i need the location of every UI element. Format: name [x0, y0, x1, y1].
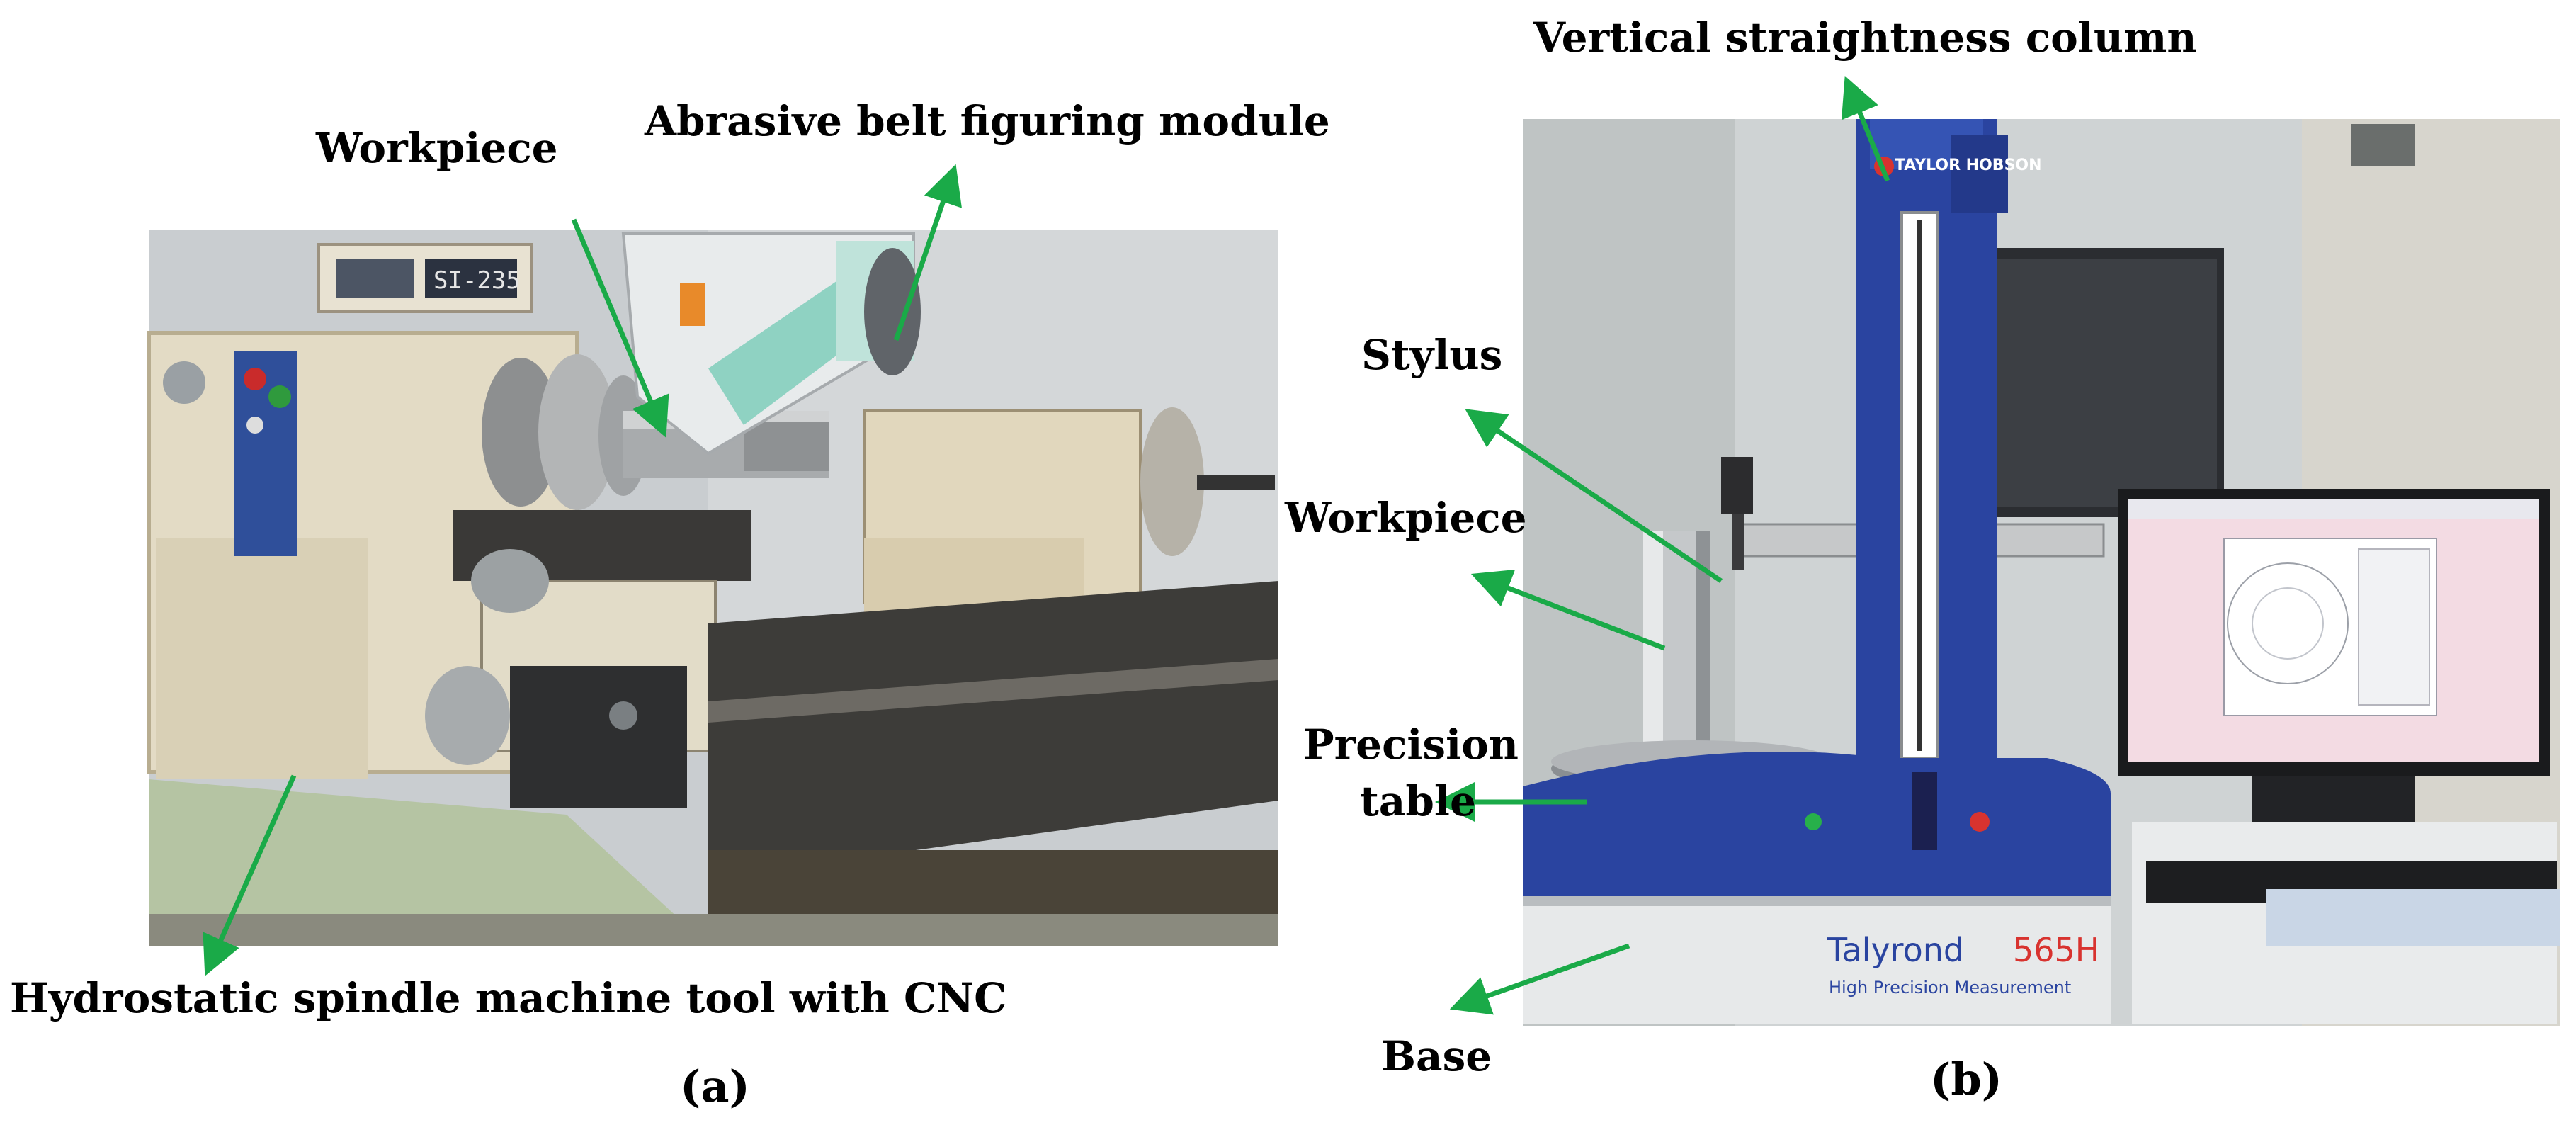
label-spindle: Hydrostatic spindle machine tool with CN…: [10, 974, 1007, 1022]
arrow-belt-module: [893, 164, 962, 341]
arrow-spindle: [203, 774, 297, 976]
model-number-text: 565H: [2013, 931, 2099, 969]
label-stylus: Stylus: [1361, 331, 1503, 379]
arrow-workpiece-a: [571, 218, 669, 438]
arrow-stylus: [1465, 409, 1723, 583]
arrow-base: [1449, 943, 1630, 1015]
photo-panel-a: SI-235: [147, 230, 1278, 946]
model-tagline-text: High Precision Measurement: [1829, 978, 2071, 997]
label-workpiece-b: Workpiece: [1285, 494, 1527, 542]
caption-a: (a): [680, 1061, 750, 1112]
label-belt-module: Abrasive belt figuring module: [645, 97, 1330, 145]
photo-panel-b: TAYLOR HOBSON Talyrond 565H High Precisi…: [1523, 119, 2560, 1026]
machine-plate-text: SI-235: [433, 266, 521, 295]
label-workpiece-a: Workpiece: [316, 124, 558, 172]
machine-plate: [425, 259, 517, 298]
label-column: Vertical straightness column: [1533, 13, 2197, 62]
caption-b: (b): [1930, 1053, 2003, 1105]
model-brand-text: Talyrond: [1827, 931, 1964, 969]
label-table: table: [1360, 777, 1476, 825]
label-precision: Precision: [1303, 720, 1519, 769]
annotation-arrows: [203, 76, 1890, 1015]
arrow-workpiece-b: [1470, 569, 1666, 651]
brand-logo-text: TAYLOR HOBSON: [1895, 157, 2042, 174]
arrow-column: [1841, 76, 1890, 182]
label-base: Base: [1381, 1032, 1492, 1080]
